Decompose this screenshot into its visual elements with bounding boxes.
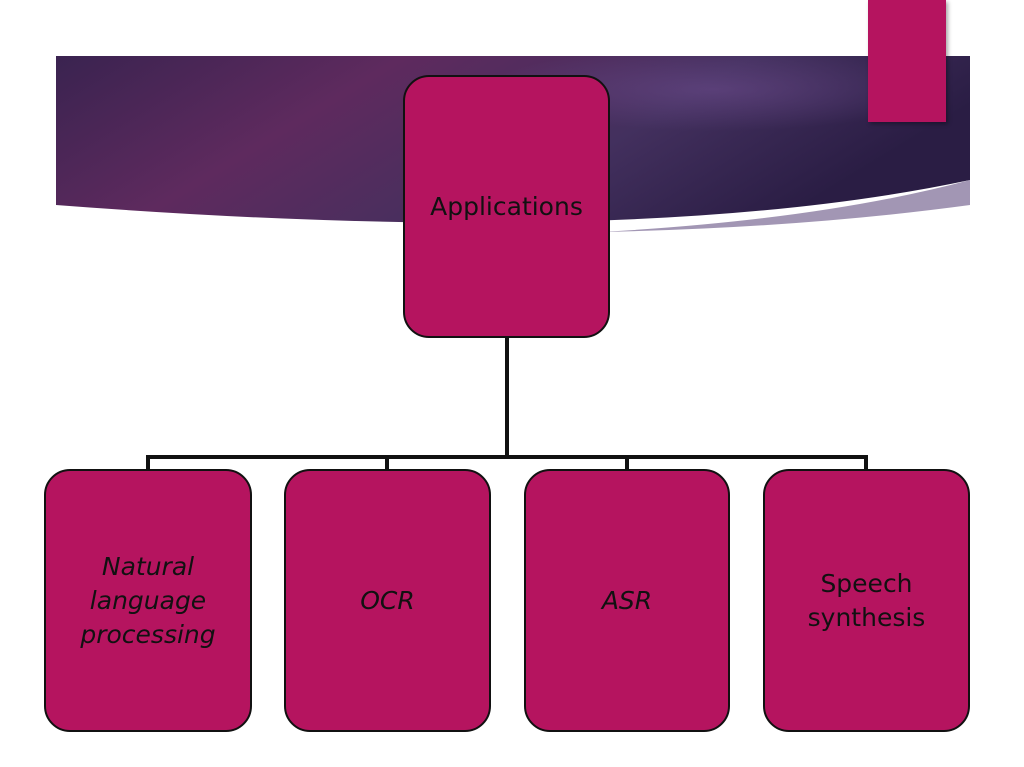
- node-applications: Applications: [403, 75, 610, 338]
- node-asr-label: ASR: [601, 585, 653, 615]
- node-nlp-line-2: language: [89, 585, 207, 615]
- node-speech-line-1: Speech: [820, 568, 913, 598]
- node-applications-label: Applications: [430, 191, 583, 221]
- node-natural-language-processing: Natural language processing: [44, 469, 252, 732]
- node-asr: ASR: [524, 469, 730, 732]
- node-ocr-label: OCR: [360, 585, 415, 615]
- accent-tab: [868, 0, 946, 122]
- node-nlp-line-3: processing: [80, 619, 216, 649]
- node-nlp-line-1: Natural: [101, 551, 195, 581]
- node-ocr: OCR: [284, 469, 491, 732]
- banner-swoosh: [600, 180, 970, 232]
- node-speech-line-2: synthesis: [807, 602, 926, 632]
- node-speech-synthesis: Speech synthesis: [763, 469, 970, 732]
